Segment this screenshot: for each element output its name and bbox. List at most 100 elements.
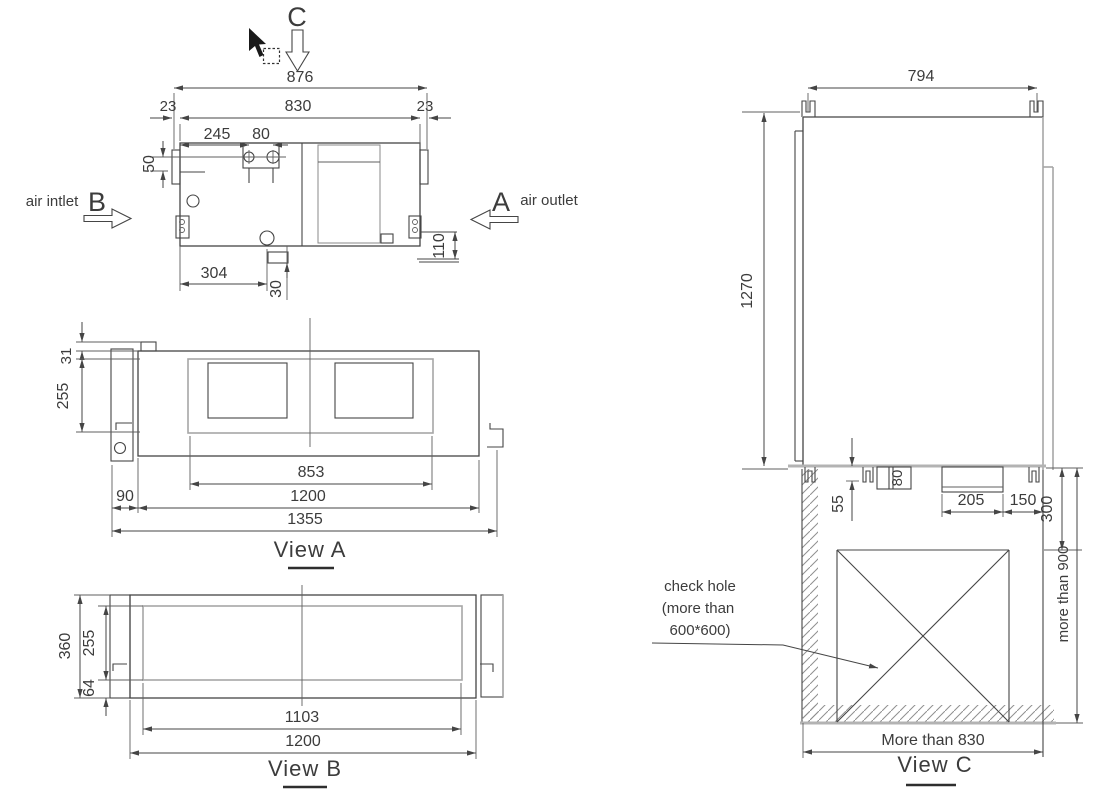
pipe-hole [259, 230, 275, 246]
dim-label-255-a: 255 [55, 383, 72, 410]
section-label-b: B [88, 187, 106, 217]
ceiling-hanger-right [1028, 467, 1040, 483]
dim-label-794: 794 [908, 68, 935, 85]
dim-55: 55 [830, 438, 859, 521]
right-mount-bracket [408, 215, 422, 239]
dim-label-23-left: 23 [160, 98, 177, 115]
dim-label-255-b: 255 [81, 630, 98, 657]
wall-section [801, 469, 818, 723]
dim-1103: 1103 [142, 683, 462, 735]
dim-label-31: 31 [58, 348, 75, 365]
dim-label-55: 55 [830, 495, 847, 513]
dim-label-830: 830 [285, 98, 312, 115]
dim-label-1200-b: 1200 [285, 733, 321, 750]
dim-853: 853 [189, 436, 433, 490]
dim-label-360: 360 [57, 633, 74, 660]
arrow-down-c-icon [285, 29, 310, 73]
dim-255-a: 255 [55, 358, 140, 433]
dim-label-205: 205 [958, 492, 985, 509]
dim-794: 794 [807, 68, 1038, 112]
dim-label-80-c: 80 [889, 470, 906, 487]
connection-box-205 [941, 466, 1004, 493]
cursor-icon [249, 28, 266, 57]
hanger-box-80: 80 [876, 466, 912, 490]
dim-830: 830 23 23 [150, 98, 451, 149]
view-c-title: View C [897, 752, 972, 777]
left-mount-bracket [175, 215, 190, 239]
check-hole-note-line3: 600*600) [670, 622, 731, 639]
check-hole-note-line2: (more than [662, 600, 735, 617]
dim-label-1355: 1355 [287, 511, 323, 528]
dim-150: 150 [1003, 492, 1043, 515]
leader-arrow [651, 642, 879, 669]
dim-1270: 1270 [739, 111, 800, 470]
dim-label-more-830: More than 830 [881, 732, 984, 749]
dim-label-150: 150 [1010, 492, 1037, 509]
air-inlet-label: air intlet [26, 193, 79, 210]
view-b-body [109, 585, 504, 706]
check-hole-note-line1: check hole [664, 578, 736, 595]
check-hole-note: check hole (more than 600*600) [651, 578, 879, 669]
air-outlet-label: air outlet [520, 192, 578, 209]
fan-housing [317, 144, 394, 244]
floor-section [800, 705, 1056, 725]
dim-label-90: 90 [116, 488, 134, 505]
dim-label-304: 304 [201, 265, 228, 282]
dim-64: 64 [81, 679, 109, 716]
drain-port [186, 194, 200, 208]
dim-label-300: 300 [1039, 496, 1056, 523]
selection-box [262, 47, 281, 65]
pipe-connection-box [242, 142, 280, 169]
plan-unit-body [171, 142, 459, 291]
right-duct-flange [419, 149, 429, 185]
dim-876: 876 [173, 69, 428, 149]
dim-label-50: 50 [141, 155, 158, 173]
view-c-unit [794, 100, 1054, 470]
outlet-opening-1 [207, 362, 288, 419]
dim-300: 300 [1039, 468, 1082, 551]
dim-30: 30 [268, 246, 290, 300]
section-label-a: A [492, 187, 510, 217]
dim-label-64: 64 [81, 679, 98, 697]
dim-label-more-900: more than 900 [1055, 546, 1072, 643]
top-right-hanger [1029, 100, 1044, 117]
check-hole-box [836, 549, 1010, 723]
dim-label-110: 110 [431, 233, 448, 259]
arrow-right-b-icon [83, 208, 133, 229]
view-a-title: View A [274, 537, 347, 562]
section-label-c: C [287, 2, 307, 32]
dim-31: 31 [58, 322, 141, 371]
dim-label-23-right: 23 [417, 98, 434, 115]
inlet-opening-frame [142, 605, 463, 681]
dim-90-1200: 90 1200 [111, 458, 480, 537]
dim-label-876: 876 [287, 69, 314, 86]
dim-label-1200-a: 1200 [290, 488, 326, 505]
dim-label-245: 245 [204, 126, 231, 143]
top-flange-tab [140, 341, 157, 352]
view-a: 31 255 853 90 1200 1355 View A [55, 318, 504, 570]
drain-outlet-stub [267, 251, 289, 264]
dim-255-b: 255 [81, 605, 143, 681]
dim-label-1270: 1270 [739, 273, 756, 309]
dim-label-30: 30 [268, 280, 285, 298]
outlet-opening-frame [187, 358, 434, 434]
top-left-hanger [801, 100, 816, 117]
dim-205: 205 [941, 492, 1004, 517]
dim-more-than-830: More than 830 [802, 723, 1043, 758]
dim-50: 50 [141, 141, 246, 188]
dim-245-80: 245 80 [180, 126, 288, 148]
dim-label-1103: 1103 [285, 709, 320, 726]
dim-label-853: 853 [298, 464, 325, 481]
dim-label-80: 80 [252, 126, 270, 143]
right-hanger-hook [487, 423, 504, 448]
ceiling-hanger-mid [862, 467, 874, 483]
view-b: 360 255 64 1103 1200 View B [57, 585, 504, 789]
left-duct-flange [171, 149, 181, 185]
dim-304: 304 [180, 249, 268, 291]
dim-1355: 1355 [112, 450, 498, 537]
view-a-body [110, 318, 504, 462]
right-flange-b [480, 594, 504, 698]
dim-360: 360 [57, 594, 110, 699]
plan-view: C [26, 2, 579, 300]
